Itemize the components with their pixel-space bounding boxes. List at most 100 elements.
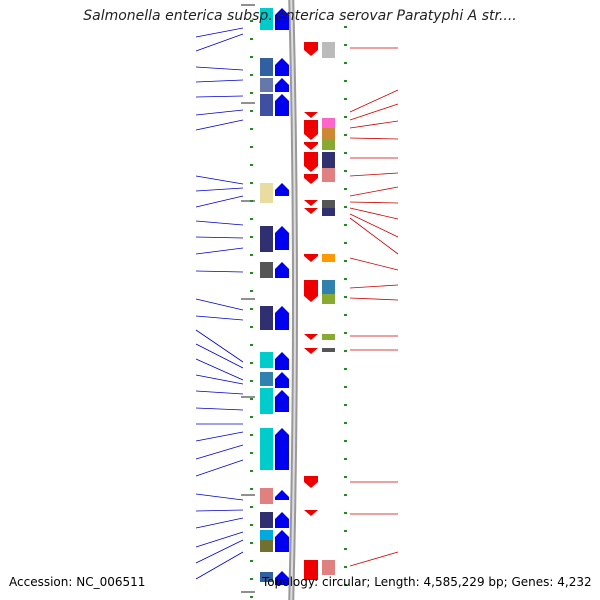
- reverse-gene-arrow: [304, 280, 318, 302]
- left-feature-box: [260, 572, 273, 582]
- reverse-gene-arrow: [304, 142, 318, 150]
- minor-tick: [250, 146, 253, 148]
- left-feature-box: [260, 352, 273, 368]
- forward-gene-arrow: [275, 352, 289, 370]
- right-leader-line: [349, 551, 399, 567]
- minor-tick: [344, 260, 347, 262]
- left-feature-box: [260, 512, 273, 528]
- minor-tick: [250, 524, 253, 526]
- minor-tick: [250, 272, 253, 274]
- minor-tick: [250, 542, 253, 544]
- minor-tick: [344, 440, 347, 442]
- left-leader-line: [195, 551, 244, 580]
- minor-tick: [250, 488, 253, 490]
- left-leader-line: [195, 220, 244, 226]
- reverse-gene-arrow: [304, 200, 318, 206]
- left-leader-line: [195, 298, 244, 311]
- minor-tick: [344, 368, 347, 370]
- minor-tick: [344, 224, 347, 226]
- minor-tick: [250, 236, 253, 238]
- minor-tick: [344, 314, 347, 316]
- left-leader-line: [195, 431, 244, 442]
- left-feature-box: [260, 94, 273, 116]
- left-feature-box: [260, 78, 273, 92]
- reverse-gene-arrow: [304, 334, 318, 340]
- left-leader-line: [195, 270, 244, 273]
- topology-label: Topology: circular; Length: 4,585,229 bp…: [262, 575, 592, 589]
- minor-tick: [250, 92, 253, 94]
- minor-tick: [250, 362, 253, 364]
- left-leader-line: [195, 329, 244, 363]
- minor-tick: [344, 206, 347, 208]
- reverse-gene-arrow: [304, 112, 318, 118]
- minor-tick: [344, 494, 347, 496]
- right-feature-box: [322, 140, 335, 150]
- left-leader-line: [195, 175, 244, 185]
- minor-tick: [250, 110, 253, 112]
- minor-tick: [344, 188, 347, 190]
- minor-tick: [250, 326, 253, 328]
- left-leader-line: [195, 343, 244, 369]
- right-feature-box: [322, 200, 335, 208]
- left-leader-line: [195, 236, 244, 239]
- minor-tick: [344, 350, 347, 352]
- left-feature-box: [260, 388, 273, 414]
- left-feature-box: [260, 262, 273, 278]
- reverse-gene-arrow: [304, 152, 318, 172]
- forward-gene-arrow: [275, 183, 289, 196]
- minor-tick: [344, 584, 347, 586]
- right-feature-box: [322, 118, 335, 128]
- minor-tick: [344, 458, 347, 460]
- left-feature-box: [260, 8, 273, 30]
- left-leader-line: [195, 358, 244, 381]
- left-leader-line: [195, 119, 244, 131]
- minor-tick: [250, 380, 253, 382]
- right-feature-box: [322, 334, 335, 340]
- minor-tick: [344, 512, 347, 514]
- minor-tick: [344, 530, 347, 532]
- minor-tick: [250, 182, 253, 184]
- forward-gene-arrow: [275, 390, 289, 412]
- left-leader-line: [195, 27, 244, 38]
- minor-tick: [250, 218, 253, 220]
- reverse-gene-arrow: [304, 476, 318, 488]
- forward-gene-arrow: [275, 530, 289, 552]
- left-leader-line: [195, 79, 244, 83]
- right-leader-line: [349, 137, 399, 140]
- minor-tick: [250, 254, 253, 256]
- right-leader-line: [349, 213, 399, 238]
- right-leader-line: [349, 297, 399, 301]
- right-leader-line: [349, 257, 399, 271]
- left-feature-box: [260, 58, 273, 76]
- minor-tick: [344, 98, 347, 100]
- forward-gene-arrow: [275, 262, 289, 278]
- forward-gene-arrow: [275, 226, 289, 250]
- right-leader-line: [349, 217, 399, 255]
- left-leader-line: [195, 539, 244, 564]
- right-feature-box: [322, 168, 335, 182]
- reverse-gene-arrow: [304, 510, 318, 516]
- minor-tick: [250, 578, 253, 580]
- forward-gene-arrow: [275, 94, 289, 116]
- right-feature-box: [322, 42, 335, 58]
- minor-tick: [344, 548, 347, 550]
- left-leader-line: [195, 374, 244, 385]
- left-feature-box: [260, 372, 273, 386]
- reverse-gene-arrow: [304, 208, 318, 214]
- left-leader-line: [195, 195, 244, 208]
- minor-tick: [344, 422, 347, 424]
- left-leader-line: [195, 33, 244, 52]
- right-leader-line: [349, 284, 399, 289]
- reverse-gene-arrow: [304, 560, 318, 580]
- forward-gene-arrow: [275, 512, 289, 528]
- left-leader-line: [195, 66, 244, 71]
- minor-tick: [344, 242, 347, 244]
- right-leader-line: [349, 103, 399, 121]
- minor-tick: [250, 470, 253, 472]
- reverse-gene-arrow: [304, 348, 318, 354]
- forward-gene-arrow: [275, 428, 289, 470]
- minor-tick: [250, 308, 253, 310]
- forward-gene-arrow: [275, 571, 289, 585]
